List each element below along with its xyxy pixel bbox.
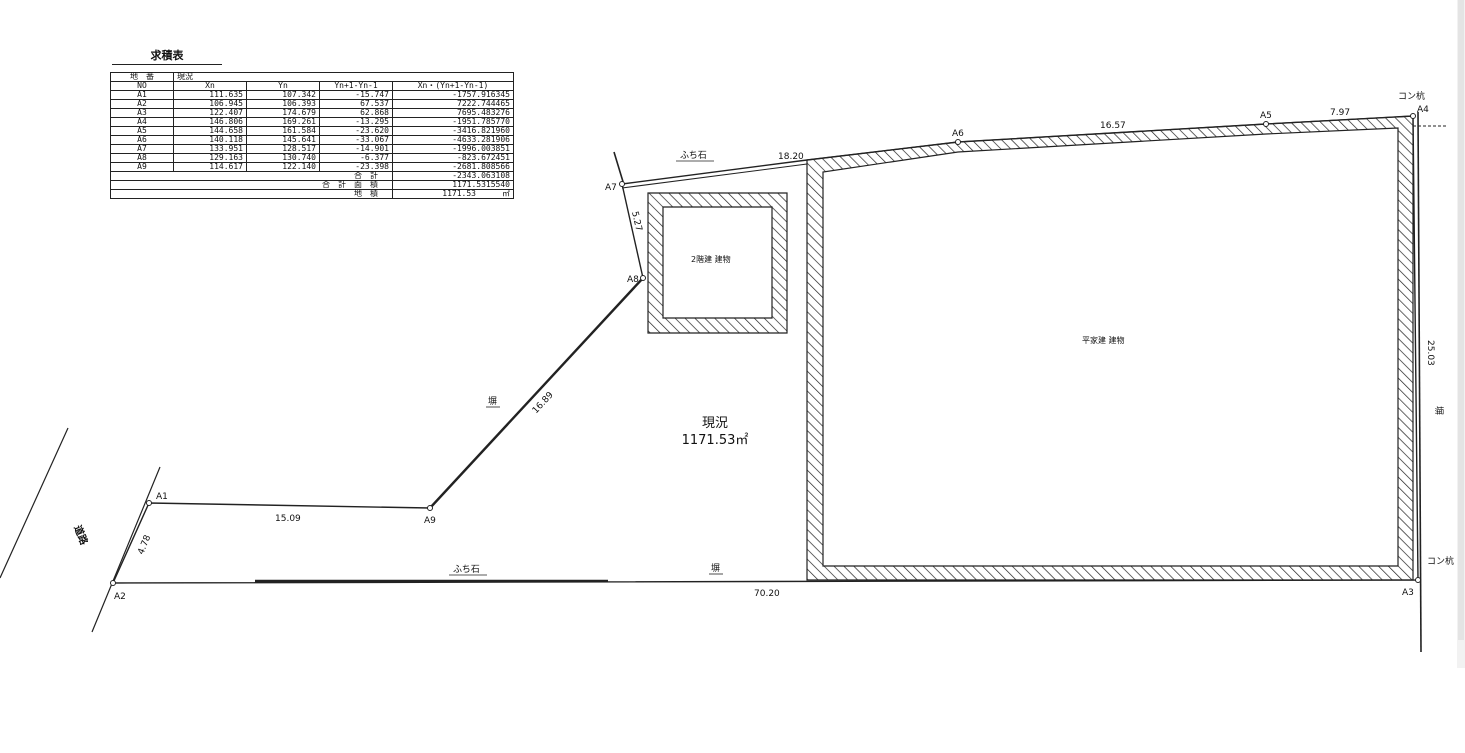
site-boundary — [111, 115, 1419, 584]
point-marker-a1 — [146, 500, 152, 506]
fence-label-bottom: 塀 — [711, 563, 720, 574]
sum-label-text: 合 計 — [354, 171, 378, 180]
point-label-a2: A2 — [114, 592, 126, 602]
curb-label-bottom: ふち石 — [453, 564, 480, 575]
single-storey-building-label: 平家建 建物 — [1082, 335, 1125, 345]
point-label-a6: A6 — [952, 129, 964, 139]
dimension-a7-a6: 18.20 — [778, 152, 804, 162]
curb-line-top — [621, 163, 808, 189]
two-storey-building — [647, 192, 788, 334]
fence-extension-top — [613, 151, 625, 186]
point-label-a7: A7 — [605, 183, 617, 193]
point-label-a1: A1 — [156, 492, 168, 502]
road-edge-line — [0, 427, 69, 579]
area-calculation-table: 地 番 現況 NO Xn Yn Yn+1-Yn-1 Xn・(Yn+1-Yn-1)… — [110, 72, 514, 199]
point-label-a8: A8 — [627, 275, 639, 285]
dimension-a7-a8: 5.27 — [629, 210, 643, 232]
dimension-a1-a9: 15.09 — [275, 514, 301, 524]
dimension-a6-a5: 16.57 — [1100, 121, 1126, 131]
land-area-value-cell: 1171.53 ㎡ — [392, 189, 514, 199]
dimension-a2-a3: 70.20 — [754, 589, 780, 599]
point-marker-a5 — [1263, 121, 1269, 127]
point-marker-a2 — [110, 580, 116, 586]
point-label-a5: A5 — [1260, 111, 1272, 121]
curb-label-top: ふち石 — [680, 150, 707, 161]
table-land-area-row: 地 積 1171.53 ㎡ — [110, 189, 514, 199]
area-table-title: 求積表 — [112, 47, 222, 65]
point-label-a4: A4 — [1417, 105, 1429, 115]
land-area-label-text: 地 積 — [354, 189, 378, 198]
con-stake-label-top: コン杭 — [1398, 90, 1425, 102]
two-storey-building-label: 2階建 建物 — [691, 254, 731, 264]
con-stake-label-bottom: コン杭 — [1427, 555, 1454, 567]
point-marker-a9 — [427, 505, 433, 511]
fence-a8-a9 — [429, 277, 644, 509]
dimension-a5-a4: 7.97 — [1330, 108, 1350, 118]
point-marker-a3 — [1415, 577, 1421, 583]
total-area-label-text: 合 計 面 積 — [322, 180, 378, 189]
dimension-a1-a2: 4.78 — [137, 534, 154, 557]
point-label-a3: A3 — [1402, 588, 1414, 598]
point-label-a9: A9 — [424, 516, 436, 526]
site-area-title: 現況 — [702, 416, 728, 431]
fence-label-left: 塀 — [488, 396, 497, 407]
land-area-unit: ㎡ — [502, 189, 510, 198]
single-storey-building — [806, 115, 1414, 581]
land-area-value: 1171.53 — [442, 189, 476, 198]
fence-right-line — [1417, 111, 1422, 653]
point-marker-a8 — [640, 275, 646, 281]
point-marker-a6 — [955, 139, 961, 145]
point-marker-a7 — [619, 181, 625, 187]
dimension-a4-a3: 25.03 — [1425, 340, 1435, 366]
fence-label-right: 塀 — [1433, 406, 1444, 415]
boundary-extension-line — [91, 466, 161, 633]
point-marker-a4 — [1410, 113, 1416, 119]
site-area-value: 1171.53㎡ — [682, 433, 749, 448]
vertical-scrollbar-thumb[interactable] — [1458, 0, 1464, 640]
road-label: 道路 — [71, 523, 91, 547]
